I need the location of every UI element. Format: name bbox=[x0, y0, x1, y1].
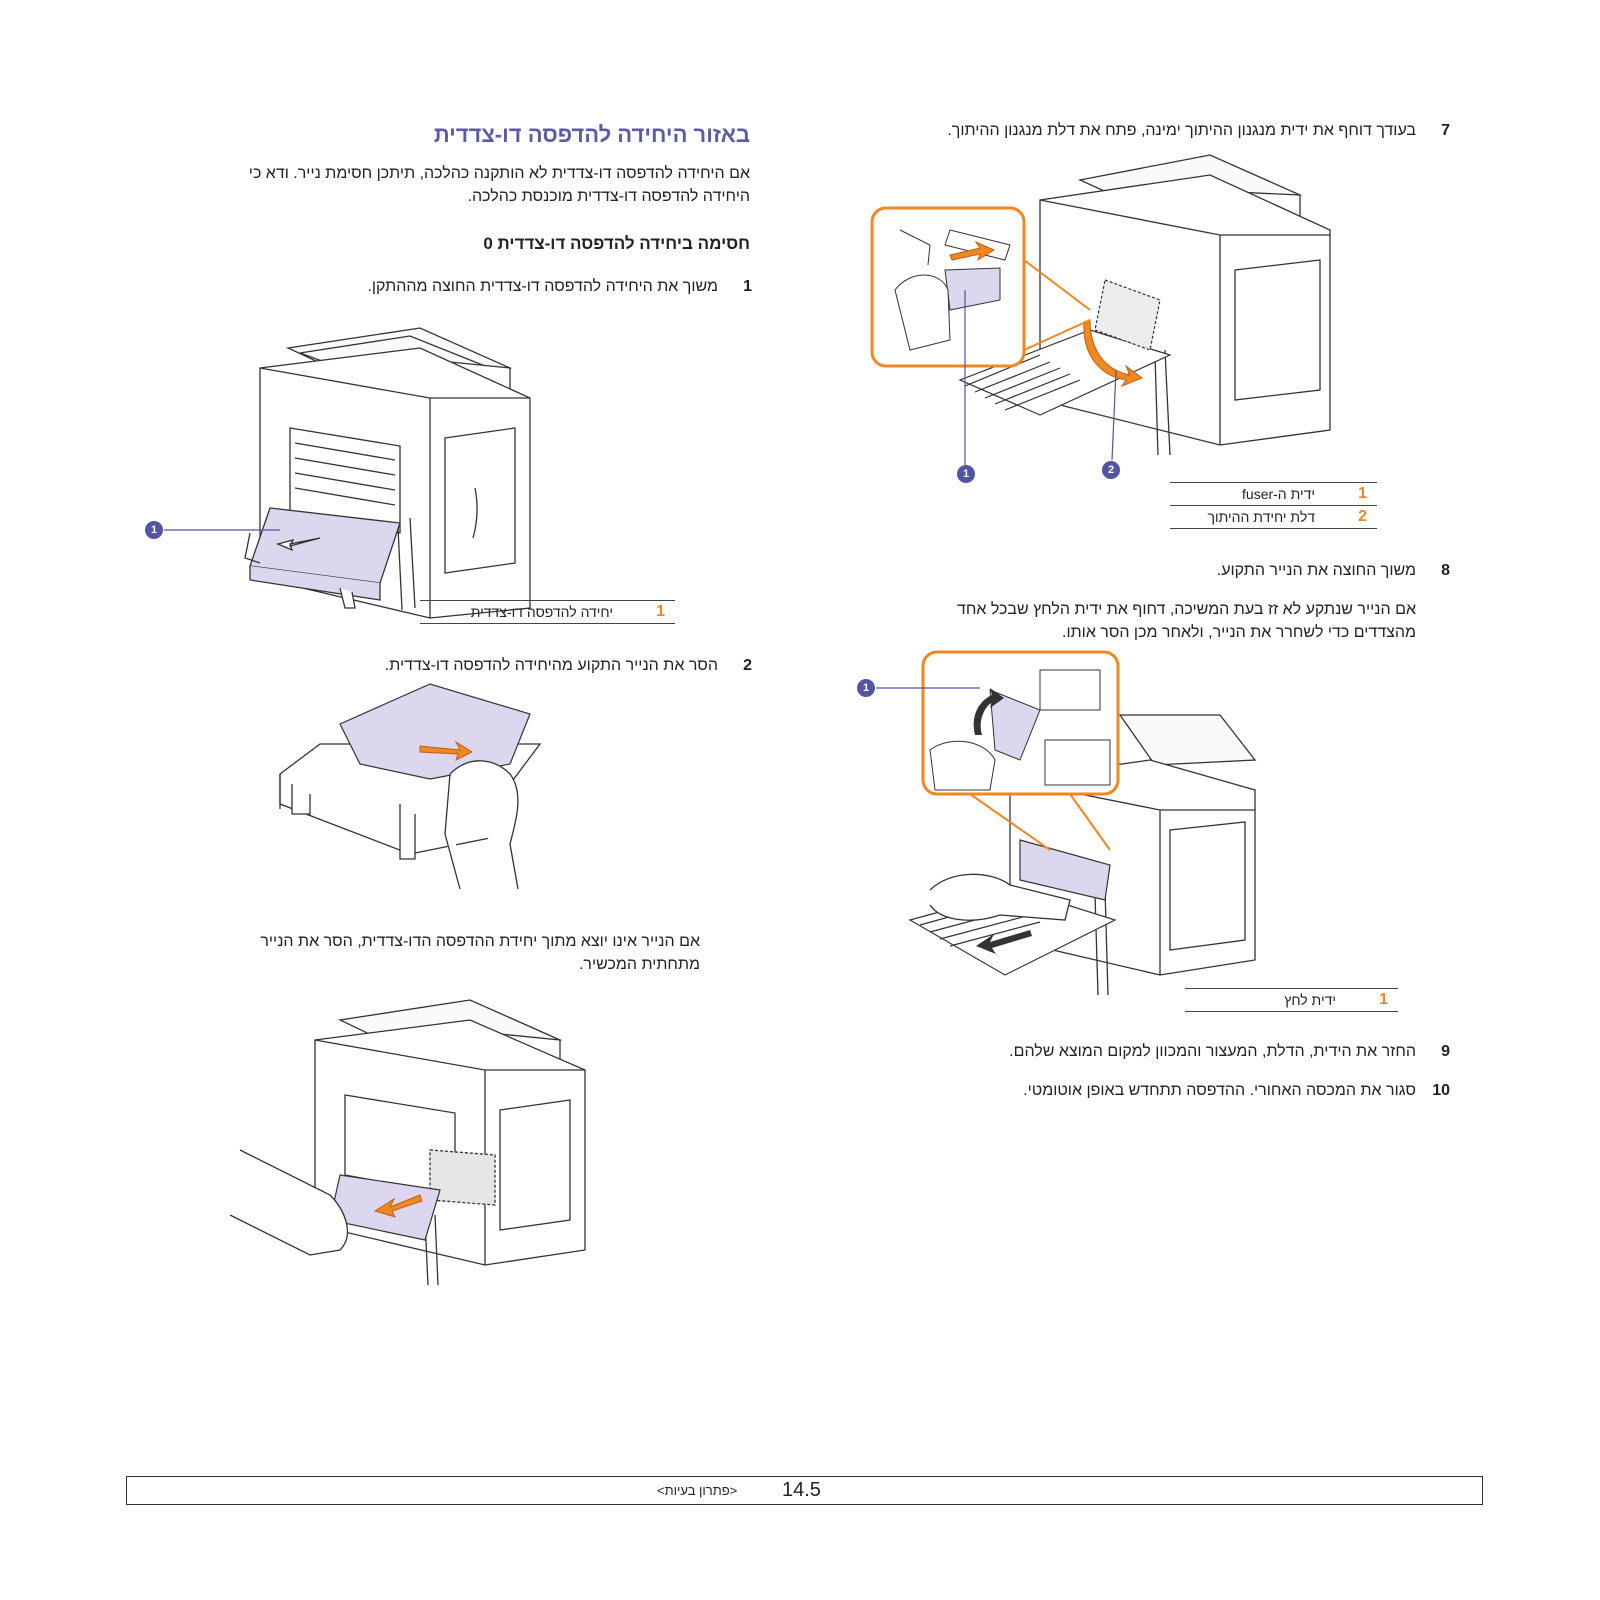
step-text: בעודך דוחף את ידית מנגנון ההיתוך ימינה, … bbox=[947, 122, 1416, 139]
step-8: 8 משוך החוצה את הנייר התקוע. bbox=[750, 562, 1450, 586]
figure-7-legend: 1 ידית ה-fuser 2 דלת יחידת ההיתוך bbox=[1170, 482, 1377, 529]
legend-row: 2 דלת יחידת ההיתוך bbox=[1170, 505, 1377, 528]
hand-illustration bbox=[444, 760, 519, 890]
legend-row: 1 ידית לחץ bbox=[1185, 989, 1398, 1011]
legend-row: 1 יחידה להדפסה דו-צדדית bbox=[420, 601, 675, 623]
figure-remove-paper-duplex bbox=[279, 683, 542, 890]
step-number: 2 bbox=[743, 657, 752, 674]
step-text: החזר את הידית, הדלת, המעצור והמכוון למקו… bbox=[1009, 1043, 1416, 1060]
legend-label: ידית לחץ bbox=[1284, 992, 1336, 1008]
note-8-line-1: אם הנייר שנתקע לא זז בעת המשיכה, דחוף את… bbox=[956, 601, 1416, 618]
printer-illustration bbox=[314, 999, 586, 1286]
legend-number: 1 bbox=[656, 603, 665, 620]
footer-section-link[interactable]: <פתרון בעיות> bbox=[657, 1483, 738, 1498]
intro-line-2: היחידה להדפסה דו-צדדית מוכנסת כהלכה. bbox=[467, 188, 750, 205]
step-7: 7 בעודך דוחף את ידית מנגנון ההיתוך ימינה… bbox=[750, 122, 1450, 146]
step-number: 10 bbox=[1432, 1082, 1450, 1099]
step-number: 9 bbox=[1441, 1043, 1450, 1060]
legend-number: 1 bbox=[1379, 991, 1388, 1008]
step-text: סגור את המכסה האחורי. ההדפסה תתחדש באופן… bbox=[1023, 1082, 1416, 1099]
step-number: 1 bbox=[743, 278, 752, 295]
step-number: 8 bbox=[1441, 562, 1450, 579]
note-paragraph: אם הנייר אינו יוצא מתוך יחידת ההדפסה הדו… bbox=[180, 930, 700, 976]
note-8-line-2: מהצדדים כדי לשחרר את הנייר, ולאחר מכן הס… bbox=[1062, 624, 1416, 641]
legend-row: 1 ידית ה-fuser bbox=[1170, 483, 1377, 505]
page-footer: 14.5 <פתרון בעיות> bbox=[126, 1476, 1483, 1505]
step-number: 7 bbox=[1441, 122, 1450, 139]
section-title: באזור היחידה להדפסה דו-צדדית bbox=[433, 122, 750, 147]
figure-pressure-lever bbox=[876, 650, 1257, 996]
note-8-paragraph: אם הנייר שנתקע לא זז בעת המשיכה, דחוף את… bbox=[856, 598, 1416, 644]
callout-badge: 1 bbox=[145, 521, 163, 539]
intro-paragraph: אם היחידה להדפסה דו-צדדית לא הותקנה כהלכ… bbox=[150, 162, 750, 208]
callout-badge: 1 bbox=[857, 679, 875, 697]
callout-badge: 1 bbox=[957, 465, 975, 483]
legend-number: 1 bbox=[1358, 485, 1367, 502]
paper-sheet bbox=[339, 683, 531, 780]
step-text: משוך החוצה את הנייר התקוע. bbox=[1216, 562, 1416, 579]
arrow-icon bbox=[1083, 319, 1144, 388]
legend-label: דלת יחידת ההיתוך bbox=[1207, 509, 1315, 525]
figure-remove-paper-bottom bbox=[229, 999, 586, 1286]
step-text: הסר את הנייר התקוע מהיחידה להדפסה דו-צדד… bbox=[384, 657, 718, 674]
hand-illustration bbox=[229, 1149, 349, 1256]
step-text: משוך את היחידה להדפסה דו-צדדית החוצה מהה… bbox=[367, 278, 718, 295]
legend-label: יחידה להדפסה דו-צדדית bbox=[470, 604, 613, 620]
note-line-2: מתחתית המכשיר. bbox=[578, 956, 700, 973]
hand-illustration bbox=[929, 873, 1071, 921]
note-line-1: אם הנייר אינו יוצא מתוך יחידת ההדפסה הדו… bbox=[260, 933, 700, 950]
zoom-inset bbox=[870, 206, 1091, 368]
figure-8-legend: 1 ידית לחץ bbox=[1185, 988, 1398, 1012]
arrow-icon bbox=[373, 1194, 423, 1218]
figure-1-legend: 1 יחידה להדפסה דו-צדדית bbox=[420, 600, 675, 624]
arrow-icon bbox=[976, 930, 1032, 954]
step-1: 1 משוך את היחידה להדפסה דו-צדדית החוצה מ… bbox=[52, 278, 752, 302]
step-9: 9 החזר את הידית, הדלת, המעצור והמכוון למ… bbox=[750, 1043, 1450, 1067]
legend-number: 2 bbox=[1358, 508, 1367, 525]
fuser-door bbox=[958, 279, 1172, 416]
intro-line-1: אם היחידה להדפסה דו-צדדית לא הותקנה כהלכ… bbox=[248, 165, 750, 182]
figure-fuser-door bbox=[870, 154, 1331, 466]
arrow-icon bbox=[419, 740, 474, 761]
legend-label: ידית ה-fuser bbox=[1242, 486, 1315, 502]
arrow-icon bbox=[276, 537, 321, 552]
arrow-icon bbox=[973, 688, 1004, 735]
step-10: 10 סגור את המכסה האחורי. ההדפסה תתחדש בא… bbox=[750, 1082, 1450, 1106]
figure-duplex-pull-out bbox=[164, 327, 531, 619]
arrow-icon bbox=[949, 240, 996, 262]
callout-badge: 2 bbox=[1102, 461, 1120, 479]
subsection-title: חסימה ביחידה להדפסה דו-צדדית 0 bbox=[483, 234, 750, 253]
page-number: 14.5 bbox=[782, 1479, 821, 1501]
step-2: 2 הסר את הנייר התקוע מהיחידה להדפסה דו-צ… bbox=[52, 657, 752, 681]
duplex-unit bbox=[244, 507, 401, 609]
